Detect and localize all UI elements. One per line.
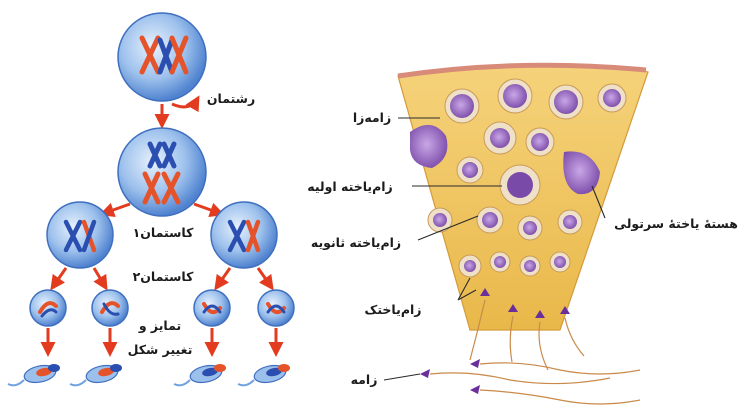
arrow-meiosis2-b: [94, 268, 106, 288]
cell-meiosis1-left: [47, 202, 113, 268]
sperm-2: [70, 363, 122, 385]
cell-meiosis2-2: [92, 290, 128, 326]
label-crossing-over: رشتمان: [207, 91, 255, 106]
label-sertoli-nucleus: هستهٔ یاختهٔ سرتولی: [614, 216, 738, 231]
label-spermatid: زام‌یاختک: [365, 302, 422, 318]
label-meiosis-2: کاستمان۲: [133, 269, 194, 284]
cell-diploid-top: [118, 13, 206, 101]
cell-meiosis1-right: [211, 202, 277, 268]
free-sperm: [420, 359, 640, 404]
label-spermatogonium: زامه‌زا: [353, 110, 391, 125]
sperm-1: [8, 363, 60, 385]
arrow-meiosis1-right: [194, 204, 222, 214]
sperm-3: [174, 363, 226, 385]
cell-meiosis2-3: [194, 290, 230, 326]
meiosis-schematic: رشتمان کاستمان۱: [8, 13, 294, 385]
label-differentiation-line1: تمایز و: [138, 318, 181, 333]
label-primary-spermatocyte: زام‌یاخته اولیه: [307, 179, 393, 195]
arrow-meiosis2-a: [52, 268, 66, 288]
label-meiosis-1: کاستمان۱: [133, 225, 194, 240]
sperm-4: [238, 363, 290, 385]
cell-meiosis2-4: [258, 290, 294, 326]
arrow-meiosis2-c: [216, 268, 230, 288]
label-differentiation-line2: تغییر شکل: [128, 342, 193, 357]
arrow-meiosis2-d: [258, 268, 272, 288]
cell-after-crossing-over: [118, 128, 206, 216]
cell-meiosis2-1: [30, 290, 66, 326]
label-sperm: زامه: [351, 372, 378, 387]
tubule-section: زامه‌زا زام‌یاخته اولیه زام‌یاخته ثانویه…: [307, 65, 738, 404]
arrow-meiosis1-left: [102, 204, 130, 214]
label-secondary-spermatocyte: زام‌یاخته ثانویه: [311, 235, 401, 251]
